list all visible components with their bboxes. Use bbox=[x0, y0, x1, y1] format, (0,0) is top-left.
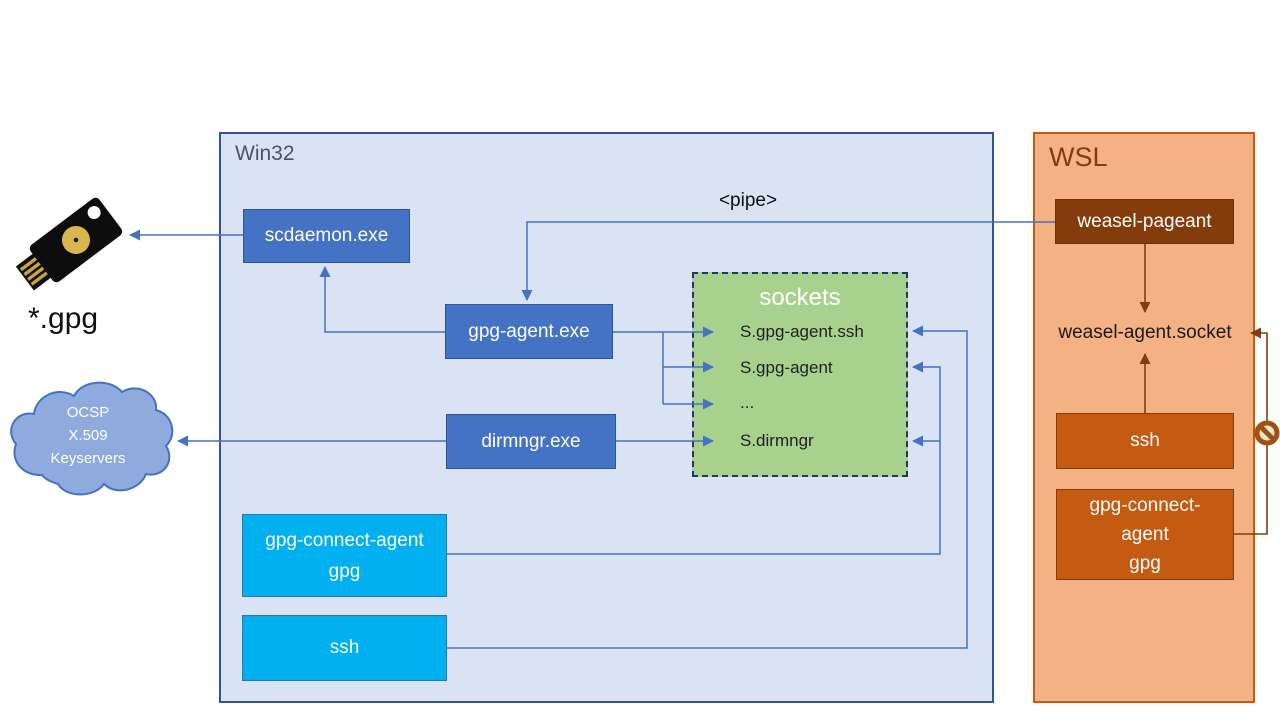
dirmngr-box: dirmngr.exe bbox=[446, 414, 616, 469]
weasel-pageant-label: weasel-pageant bbox=[1077, 210, 1212, 232]
sockets-group: sockets S.gpg-agent.ssh S.gpg-agent ... … bbox=[692, 272, 908, 477]
wsl-title: WSL bbox=[1049, 142, 1108, 172]
gpg-connect-agent-win32-label-line2: gpg bbox=[328, 560, 361, 582]
ssh-win32-label: ssh bbox=[329, 637, 360, 658]
no-entry-icon bbox=[1254, 420, 1280, 446]
weasel-agent-socket-label: weasel-agent.socket bbox=[1058, 322, 1232, 343]
ssh-wsl-box: ssh bbox=[1056, 413, 1234, 469]
keyservers-cloud-text: OCSP X.509 Keyservers bbox=[6, 401, 170, 470]
gpg-agent-label: gpg-agent.exe bbox=[468, 320, 590, 342]
socket-item-ellipsis: ... bbox=[740, 393, 755, 412]
gpg-connect-agent-wsl-label-line2: agent bbox=[1121, 524, 1169, 545]
scdaemon-box: scdaemon.exe bbox=[243, 209, 410, 263]
yubikey-icon bbox=[15, 197, 123, 291]
gpg-files-label: *.gpg bbox=[28, 302, 99, 335]
socket-item-gpg-agent: S.gpg-agent bbox=[740, 358, 833, 377]
ssh-wsl-label: ssh bbox=[1130, 430, 1160, 451]
cloud-line-keyservers: Keyservers bbox=[50, 450, 126, 467]
pipe-label: <pipe> bbox=[718, 190, 778, 211]
gpg-connect-agent-wsl-label-line1: gpg-connect- bbox=[1089, 495, 1201, 516]
gpg-connect-agent-win32-label-line1: gpg-connect-agent bbox=[265, 529, 424, 551]
ssh-win32-box: ssh bbox=[242, 615, 447, 681]
weasel-pageant-box: weasel-pageant bbox=[1055, 199, 1234, 244]
keyservers-cloud-icon bbox=[10, 381, 174, 496]
gpg-connect-agent-win32-box: gpg-connect-agent gpg bbox=[242, 514, 447, 597]
win32-title: Win32 bbox=[235, 142, 295, 165]
gpg-agent-box: gpg-agent.exe bbox=[445, 304, 613, 359]
gpg-connect-agent-wsl-box: gpg-connect- agent gpg bbox=[1056, 489, 1234, 580]
cloud-line-ocsp: OCSP bbox=[66, 404, 110, 421]
scdaemon-label: scdaemon.exe bbox=[264, 225, 389, 246]
dirmngr-label: dirmngr.exe bbox=[481, 430, 581, 452]
cloud-line-x509: X.509 bbox=[68, 427, 108, 444]
sockets-title: sockets bbox=[759, 284, 841, 311]
gpg-connect-agent-wsl-label-line3: gpg bbox=[1129, 553, 1161, 574]
socket-item-gpg-agent-ssh: S.gpg-agent.ssh bbox=[740, 322, 864, 341]
socket-item-dirmngr: S.dirmngr bbox=[740, 431, 814, 450]
